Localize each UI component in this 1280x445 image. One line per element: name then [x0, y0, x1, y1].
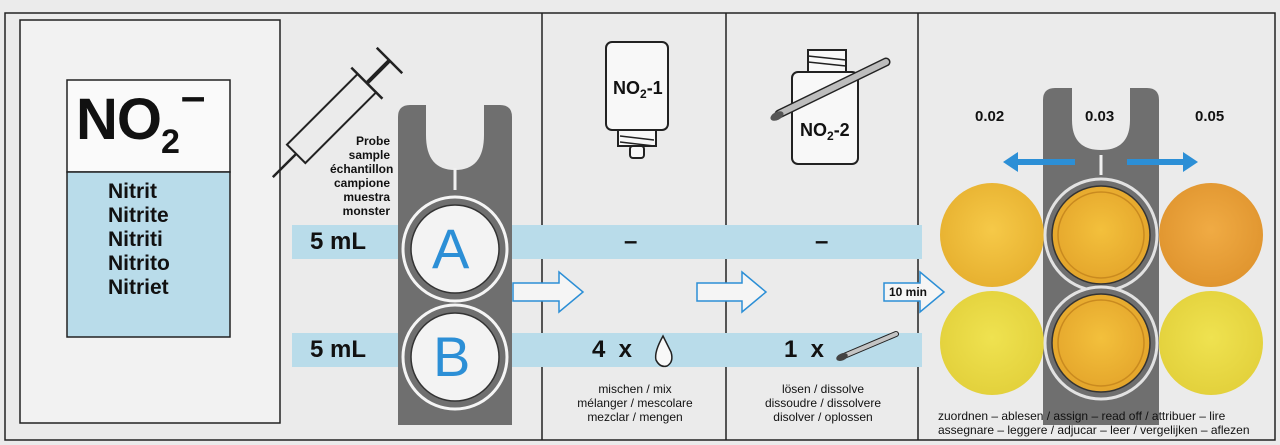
arrow-3	[883, 270, 946, 314]
probe-label: monster	[342, 204, 390, 218]
arrow-right-icon	[1127, 152, 1198, 172]
reagent1-label: NO2-1	[613, 78, 663, 101]
probe-labels: Probe sample échantillon campione muestr…	[330, 134, 394, 218]
caption-line: zuordnen – ablesen / assign – read off /…	[938, 409, 1226, 423]
color-comparator	[940, 88, 1263, 425]
species-item: Nitrit	[108, 180, 157, 203]
caption-line: mélanger / mescolare	[577, 396, 693, 410]
scale-center: 0.03	[1085, 108, 1115, 125]
reagent2-bottle-icon	[770, 49, 891, 165]
title-box	[66, 79, 231, 173]
caption-line: lösen / dissolve	[781, 382, 865, 396]
vial-b-label: B	[433, 325, 471, 388]
scale-right: 0.05	[1195, 108, 1225, 125]
species-item: Nitriti	[108, 228, 163, 251]
swatch-002	[940, 183, 1044, 287]
probe-label: échantillon	[330, 162, 394, 176]
caption-line: assegnare – leggere / adjucar – leer / v…	[938, 423, 1250, 437]
drop-icon	[654, 334, 673, 368]
scale-left: 0.02	[975, 108, 1005, 125]
spoon-icon	[836, 331, 899, 361]
volume-a: 5 mL	[310, 228, 367, 255]
reagent2-label-main: NO	[800, 120, 827, 140]
caption-line: mezclar / mengen	[587, 410, 683, 424]
title-main: NO	[76, 87, 162, 152]
band-b	[292, 333, 922, 367]
vial-a-color	[1051, 185, 1151, 285]
species-list: Nitrit Nitrite Nitriti Nitrito Nitriet	[108, 180, 170, 300]
arrow-2	[696, 270, 768, 314]
caption-line: mischen / mix	[598, 382, 672, 396]
reagent1-bottle-icon	[605, 41, 669, 159]
swatch-low-2	[1159, 291, 1263, 395]
reagent2-dose-b: 1 x	[784, 336, 825, 363]
vial-b-color	[1051, 293, 1151, 393]
probe-label: muestra	[343, 190, 390, 204]
species-item: Nitriet	[108, 276, 169, 299]
arrow-1	[512, 270, 585, 314]
band-a	[292, 225, 922, 259]
caption-line: dissoudre / dissolvere	[764, 396, 882, 410]
vial-a-label: A	[432, 217, 470, 280]
swatch-low-1	[940, 291, 1044, 395]
wait-time: 10 min	[889, 285, 928, 299]
reagent2-label-sub: 2	[827, 129, 834, 143]
syringe-icon	[271, 46, 404, 179]
title-sub: 2	[161, 123, 180, 161]
probe-label: Probe	[355, 134, 390, 148]
species-box	[66, 171, 231, 338]
species-item: Nitrito	[108, 252, 170, 275]
reagent2-dose-a: –	[815, 228, 829, 255]
arrow-left-icon	[1003, 152, 1075, 172]
reagent1-dose-a: –	[624, 228, 638, 255]
reagent1-label-suffix: -1	[646, 78, 663, 98]
probe-label: sample	[348, 148, 390, 162]
vial-holder	[398, 105, 512, 425]
reagent2-label: NO2-2	[800, 120, 850, 143]
volume-b: 5 mL	[310, 336, 367, 363]
reagent2-label-suffix: -2	[833, 120, 850, 140]
swatch-005	[1159, 183, 1263, 287]
outer-frame	[4, 12, 1276, 441]
probe-label: campione	[333, 176, 390, 190]
title-formula: NO2–	[76, 72, 205, 174]
reagent1-label-sub: 2	[640, 87, 647, 101]
reagent2-caption: lösen / dissolve dissoudre / dissolvere …	[748, 382, 898, 424]
reagent1-dose-b: 4 x	[592, 336, 633, 363]
reagent1-label-main: NO	[613, 78, 640, 98]
title-sup: –	[180, 72, 206, 121]
reagent1-caption: mischen / mix mélanger / mescolare mezcl…	[560, 382, 710, 424]
species-item: Nitrite	[108, 204, 169, 227]
caption-line: disolver / oplossen	[773, 410, 873, 424]
comparator-caption: zuordnen – ablesen / assign – read off /…	[938, 409, 1250, 437]
